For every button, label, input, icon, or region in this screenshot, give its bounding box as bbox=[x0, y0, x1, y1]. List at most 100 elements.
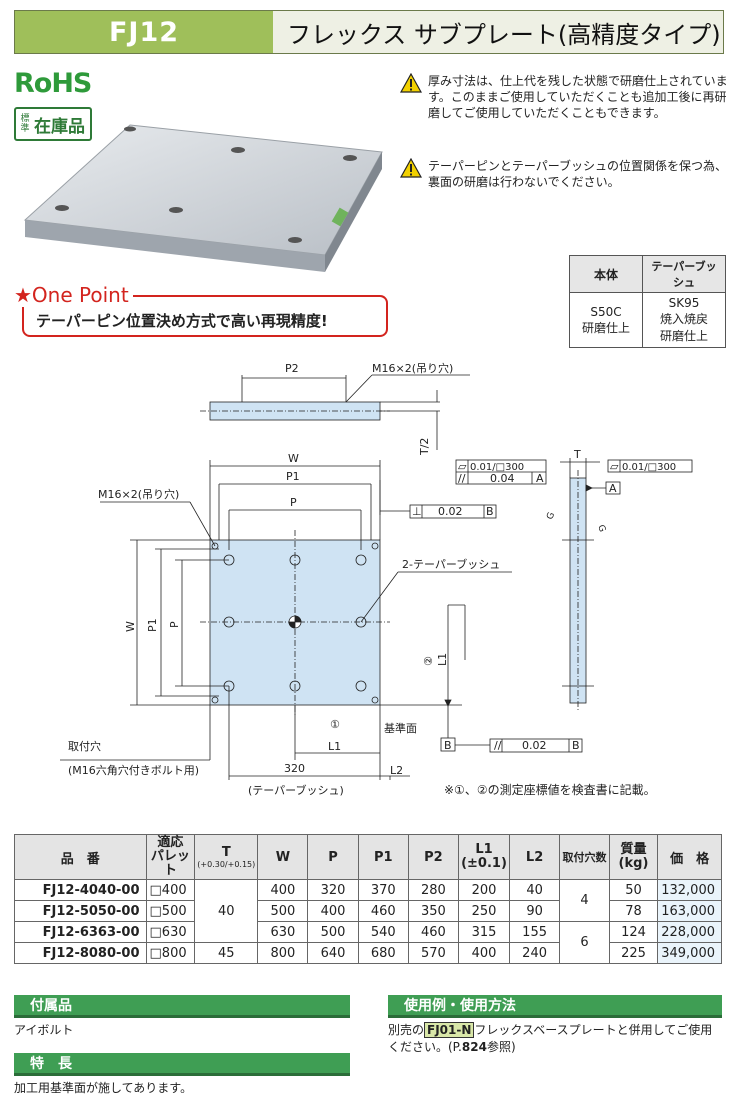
col-t: T(+0.30/+0.15) bbox=[194, 834, 259, 880]
stock-badge-big: 在庫品 bbox=[34, 116, 85, 137]
perpendicular-symbol: ⊥ bbox=[412, 505, 422, 518]
material-table: 本体 テーパーブッシュ S50C 研磨仕上 SK95 焼入焼戻 研磨仕上 bbox=[569, 255, 726, 348]
note-grinding-text: 厚み寸法は、仕上代を残した状態で研磨仕上されています。このままご使用していただく… bbox=[428, 74, 728, 120]
row-p1: 370 bbox=[357, 879, 409, 901]
col-p: P bbox=[307, 834, 359, 880]
row-t: 40 bbox=[194, 879, 259, 943]
dim-p2: P2 bbox=[285, 362, 299, 375]
row-code: FJ12-6363-00 bbox=[14, 921, 147, 943]
usage-page: 824 bbox=[461, 1040, 487, 1054]
circle-1: ① bbox=[330, 718, 340, 731]
dim-l1-horizontal: L1 bbox=[328, 740, 341, 753]
dim-320: 320 bbox=[284, 762, 305, 775]
features-bar: 特 長 bbox=[14, 1053, 350, 1076]
row-price: 349,000 bbox=[657, 942, 722, 964]
col-code: 品 番 bbox=[14, 834, 147, 880]
table-row: FJ12-5050-00 □500 500 400 460 350 250 90… bbox=[14, 900, 722, 922]
row-price: 228,000 bbox=[657, 921, 722, 943]
dim-l1-vertical: L1 bbox=[436, 653, 449, 666]
technical-drawing: P2 M16×2(吊り穴) T/2 W P1 P M16×2(吊り穴) 0.02… bbox=[60, 361, 693, 797]
row-p: 640 bbox=[307, 942, 359, 964]
product-title: フレックス サブプレート(高精度タイプ) bbox=[287, 20, 721, 49]
one-point-label: ★One Point bbox=[14, 283, 133, 307]
material-header-bushing: テーパーブッシュ bbox=[642, 255, 726, 293]
col-p1: P1 bbox=[357, 834, 409, 880]
warning-icon bbox=[400, 73, 422, 93]
dim-p-left: P bbox=[168, 621, 181, 628]
tol-parallel-left: 0.04 bbox=[490, 472, 515, 485]
dim-w-top: W bbox=[288, 452, 299, 465]
row-l1: 250 bbox=[458, 900, 510, 922]
dim-w-left: W bbox=[124, 621, 137, 632]
dim-p-top: P bbox=[290, 496, 297, 509]
row-mass: 78 bbox=[608, 900, 659, 922]
label-mount-bolt: (M16六角穴付きボルト用) bbox=[68, 763, 199, 777]
col-p2: P2 bbox=[407, 834, 460, 880]
table-row: FJ12-6363-00 □630 630 500 540 460 315 15… bbox=[14, 921, 722, 964]
row-w: 500 bbox=[257, 900, 309, 922]
usage-bar: 使用例・使用方法 bbox=[388, 995, 722, 1018]
label-m16-left: M16×2(吊り穴) bbox=[98, 487, 179, 501]
row-p2: 570 bbox=[407, 942, 460, 964]
usage-prefix: 別売の bbox=[388, 1023, 425, 1037]
parallel-symbol-left: // bbox=[458, 472, 466, 485]
tol-parallel-bottom: 0.02 bbox=[522, 739, 547, 752]
row-l1: 400 bbox=[458, 942, 510, 964]
stock-badge: 標準 在庫品 bbox=[14, 107, 92, 141]
row-l1: 315 bbox=[458, 921, 510, 943]
table-row: FJ12-8080-00 □800 45 800 640 680 570 400… bbox=[14, 942, 722, 964]
product-photo bbox=[23, 124, 383, 272]
row-p2: 350 bbox=[407, 900, 460, 922]
circle-2: ② bbox=[422, 656, 435, 666]
g-symbol-left: G bbox=[545, 511, 557, 521]
label-mount-hole: 取付穴 bbox=[68, 739, 101, 753]
accessories-text: アイボルト bbox=[14, 1023, 74, 1037]
label-m16-top: M16×2(吊り穴) bbox=[372, 361, 453, 375]
tol-flatness: 0.02 bbox=[438, 505, 463, 518]
label-reference-face: 基準面 bbox=[384, 721, 417, 735]
rohs-logo: RoHS bbox=[14, 68, 92, 99]
row-l2: 40 bbox=[508, 879, 561, 901]
row-p2: 460 bbox=[407, 921, 460, 943]
row-p2: 280 bbox=[407, 879, 460, 901]
usage-end: 参照) bbox=[486, 1040, 516, 1054]
datum-b-top: B bbox=[486, 505, 494, 518]
row-pallet: □400 bbox=[145, 879, 196, 901]
row-mass: 225 bbox=[608, 942, 659, 964]
row-l1: 200 bbox=[458, 879, 510, 901]
col-mass: 質量 (kg) bbox=[608, 834, 659, 880]
datum-b-bottom: B bbox=[572, 739, 580, 752]
label-taper-bushing: (テーパーブッシュ) bbox=[248, 783, 344, 797]
material-header-body: 本体 bbox=[569, 255, 643, 293]
row-p1: 680 bbox=[357, 942, 409, 964]
dim-p1-top: P1 bbox=[286, 470, 300, 483]
row-w: 800 bbox=[257, 942, 309, 964]
row-holes: 6 bbox=[559, 921, 610, 964]
row-w: 630 bbox=[257, 921, 309, 943]
one-point-text: テーパーピン位置決め方式で高い再現精度! bbox=[36, 312, 328, 330]
row-price: 163,000 bbox=[657, 900, 722, 922]
row-p1: 540 bbox=[357, 921, 409, 943]
row-p: 500 bbox=[307, 921, 359, 943]
note-grinding: 厚み寸法は、仕上代を残した状態で研磨仕上されています。このままご使用していただく… bbox=[400, 73, 730, 121]
row-code: FJ12-4040-00 bbox=[14, 879, 147, 901]
datum-a-right: A bbox=[609, 482, 617, 495]
row-w: 400 bbox=[257, 879, 309, 901]
label-bushing: 2-テーパーブッシュ bbox=[402, 557, 500, 571]
row-code: FJ12-8080-00 bbox=[14, 942, 147, 964]
datum-a-left: A bbox=[536, 472, 544, 485]
col-t-label: T bbox=[221, 845, 231, 860]
product-code: FJ12 bbox=[15, 11, 273, 53]
accessories-bar: 付属品 bbox=[14, 995, 350, 1018]
table-row: FJ12-4040-00 □400 40 400 320 370 280 200… bbox=[14, 879, 722, 943]
stock-badge-small: 標準 bbox=[20, 114, 30, 134]
usage-ref-link[interactable]: FJ01-N bbox=[424, 1022, 475, 1038]
col-l1: L1 (±0.1) bbox=[458, 834, 510, 880]
row-code: FJ12-5050-00 bbox=[14, 900, 147, 922]
row-pallet: □630 bbox=[145, 921, 196, 943]
flatness-symbol-right: ▱ bbox=[610, 460, 619, 473]
row-holes: 4 bbox=[559, 879, 610, 922]
col-price: 価 格 bbox=[657, 834, 722, 880]
footnote: ※①、②の測定座標値を検査書に記載。 bbox=[444, 782, 656, 797]
